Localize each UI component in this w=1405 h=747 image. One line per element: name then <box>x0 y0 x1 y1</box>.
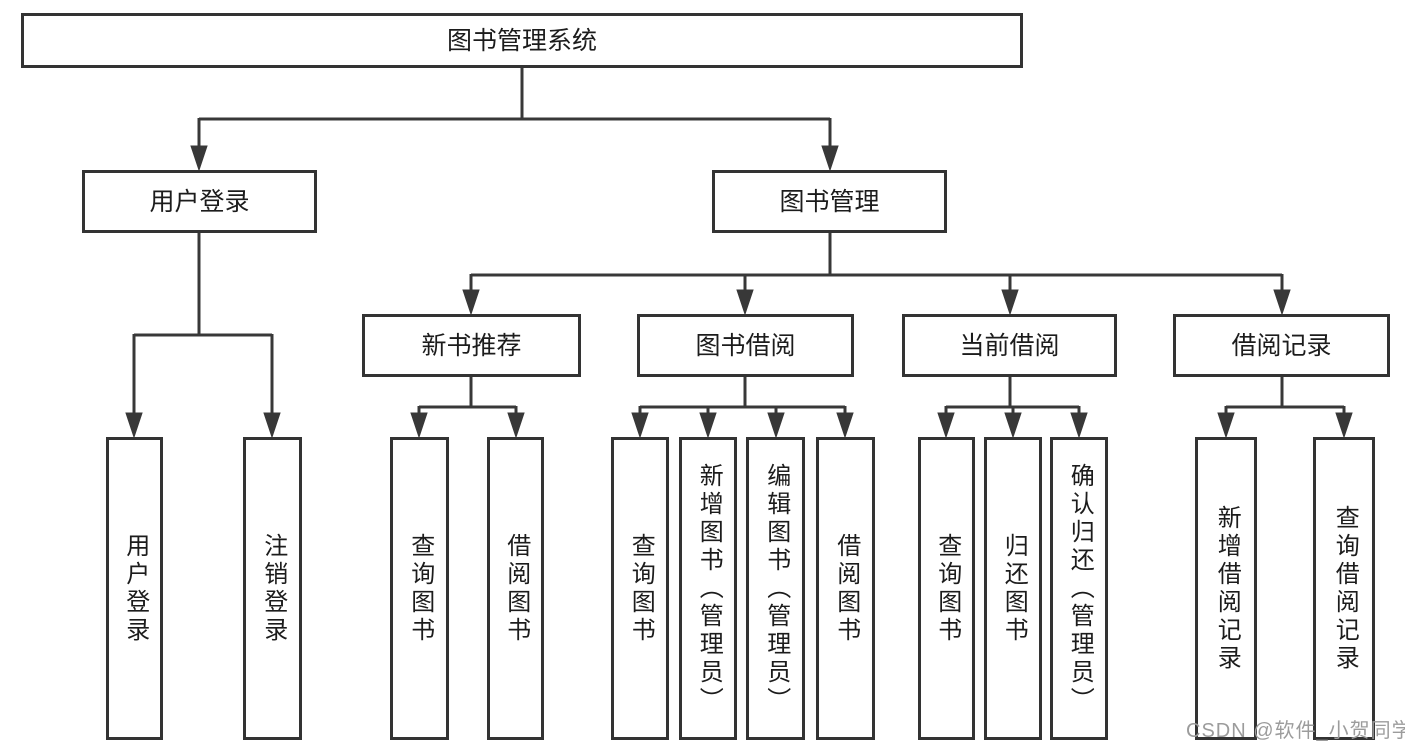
leaf-query-books-current: 查询图书 <box>918 437 975 740</box>
connector-borrow-records-to-leaves <box>1217 377 1353 439</box>
leaf-borrow-books: 借阅图书 <box>816 437 875 740</box>
leaf-edit-books-admin: 编辑图书（管理员） <box>746 437 805 740</box>
node-current-borrow: 当前借阅 <box>902 314 1117 377</box>
node-book-borrow: 图书借阅 <box>637 314 854 377</box>
connector-user-login-to-leaves <box>125 233 281 439</box>
leaf-query-books-recommend: 查询图书 <box>390 437 449 740</box>
csdn-watermark: CSDN @软件_小贺同学 <box>1186 720 1405 742</box>
connector-book-management-to-level3 <box>462 233 1291 316</box>
connector-root-to-level2 <box>190 68 839 172</box>
leaf-add-books-admin: 新增图书（管理员） <box>679 437 737 740</box>
leaf-add-borrow-record: 新增借阅记录 <box>1195 437 1257 740</box>
leaf-borrow-books-recommend: 借阅图书 <box>487 437 544 740</box>
connector-current-borrow-to-leaves <box>937 377 1088 439</box>
node-new-book-recommend: 新书推荐 <box>362 314 581 377</box>
connector-book-borrow-to-leaves <box>631 377 854 439</box>
leaf-logout: 注销登录 <box>243 437 302 740</box>
leaf-confirm-return-admin: 确认归还（管理员） <box>1050 437 1108 740</box>
node-borrow-records: 借阅记录 <box>1173 314 1390 377</box>
connector-new-books-to-leaves <box>410 377 525 439</box>
node-user-login: 用户登录 <box>82 170 317 233</box>
node-root-system: 图书管理系统 <box>21 13 1023 68</box>
leaf-query-borrow-record: 查询借阅记录 <box>1313 437 1375 740</box>
node-book-management: 图书管理 <box>712 170 947 233</box>
leaf-query-books-borrow: 查询图书 <box>611 437 669 740</box>
leaf-user-login: 用户登录 <box>106 437 163 740</box>
leaf-return-books: 归还图书 <box>984 437 1042 740</box>
